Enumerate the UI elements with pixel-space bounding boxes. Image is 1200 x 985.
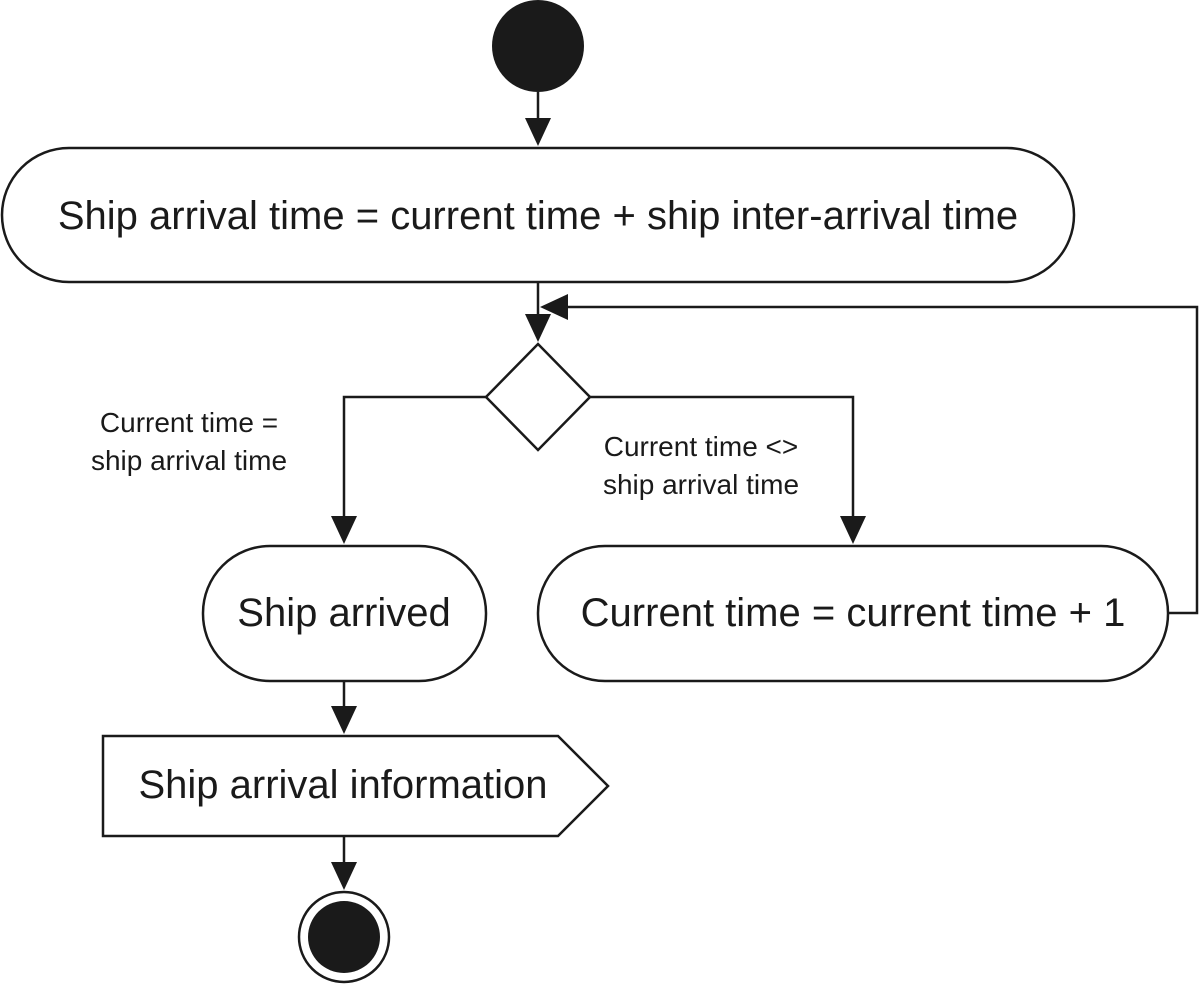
edge-loop-back xyxy=(566,305,1199,615)
edge-decision-to-arrived xyxy=(342,395,486,518)
arrowhead-compute xyxy=(525,118,551,146)
guard-equal-line1: Current time = xyxy=(100,407,278,438)
edge-decision-to-increment xyxy=(590,395,855,518)
decision-node xyxy=(484,342,592,452)
arrowhead-loop-merge xyxy=(540,294,568,320)
arrowhead-info xyxy=(331,706,357,734)
signal-arrival-information-label: Ship arrival information xyxy=(138,763,547,807)
action-increment-time-label: Current time = current time + 1 xyxy=(581,591,1126,635)
guard-not-equal-line1: Current time <> xyxy=(604,431,799,462)
guard-not-equal-line2: ship arrival time xyxy=(603,469,799,500)
guard-equal-line2: ship arrival time xyxy=(91,445,287,476)
arrowhead-decision xyxy=(525,314,551,342)
arrowhead-arrived xyxy=(331,516,357,544)
action-compute-arrival-label: Ship arrival time = current time + ship … xyxy=(58,194,1018,238)
arrowhead-end xyxy=(331,862,357,890)
arrowhead-increment xyxy=(840,516,866,544)
action-compute-arrival: Ship arrival time = current time + ship … xyxy=(0,146,1076,284)
signal-arrival-information: Ship arrival information xyxy=(101,734,610,838)
initial-node xyxy=(492,0,584,92)
action-ship-arrived-label: Ship arrived xyxy=(237,591,450,635)
final-node xyxy=(297,890,391,984)
action-ship-arrived: Ship arrived xyxy=(201,544,488,683)
action-increment-time: Current time = current time + 1 xyxy=(536,544,1170,683)
